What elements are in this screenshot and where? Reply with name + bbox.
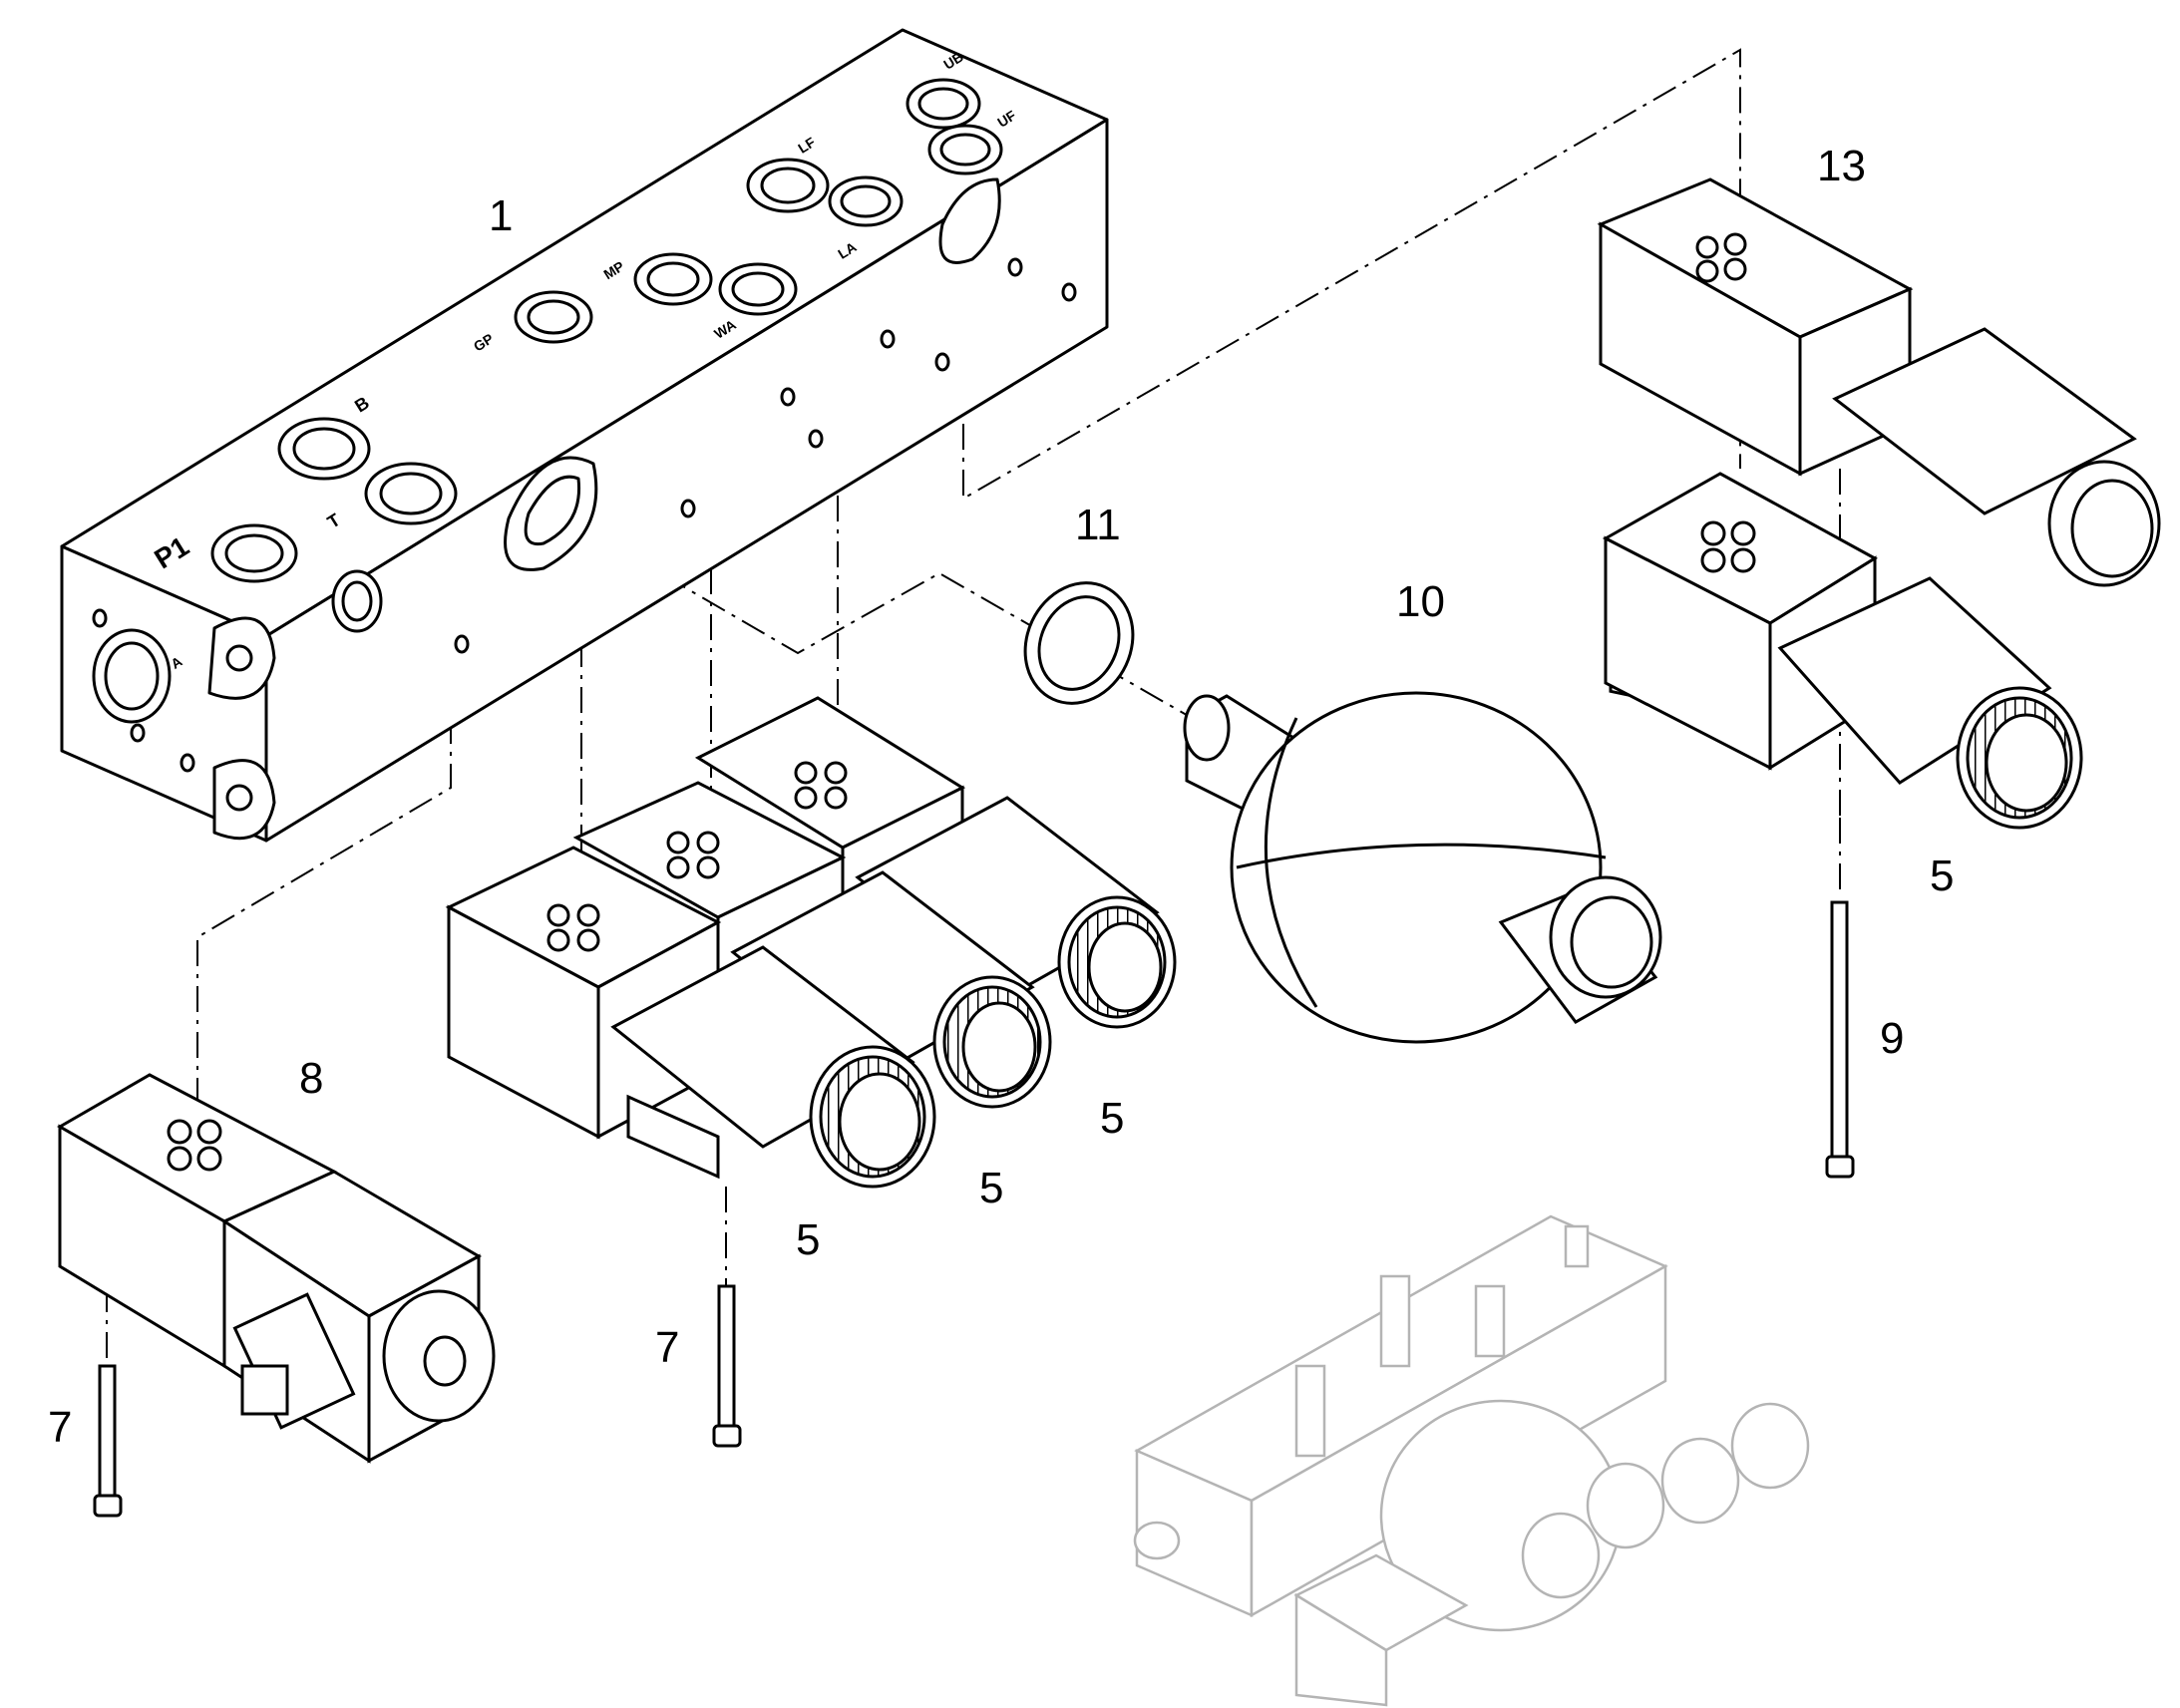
callout-11: 11	[1075, 501, 1121, 549]
accumulator	[1183, 691, 1662, 1044]
bolt-center	[712, 1284, 742, 1448]
callout-7-left: 7	[48, 1403, 73, 1452]
valve-8	[56, 1073, 496, 1464]
callout-9: 9	[1880, 1014, 1905, 1063]
callout-10: 10	[1396, 577, 1445, 626]
callout-7-center: 7	[655, 1323, 680, 1372]
bolt-left	[93, 1364, 123, 1518]
callout-5-upper: 5	[1100, 1094, 1125, 1143]
callout-13: 13	[1817, 142, 1866, 190]
valve-13	[1597, 177, 2161, 719]
callout-5-right: 5	[1930, 852, 1955, 900]
valve-stack-5	[445, 696, 1177, 1189]
seal-ring	[1023, 581, 1135, 705]
callout-8: 8	[299, 1054, 324, 1103]
callout-5-middle: 5	[979, 1164, 1004, 1212]
callout-1: 1	[489, 191, 514, 240]
bolt-right	[1825, 900, 1855, 1179]
manifold-block	[60, 28, 1109, 843]
port-label-lf: LF	[795, 134, 818, 157]
callout-5-lower: 5	[796, 1215, 821, 1264]
valve-5-right	[1602, 472, 2083, 830]
assembly-overview	[1133, 1214, 1810, 1707]
